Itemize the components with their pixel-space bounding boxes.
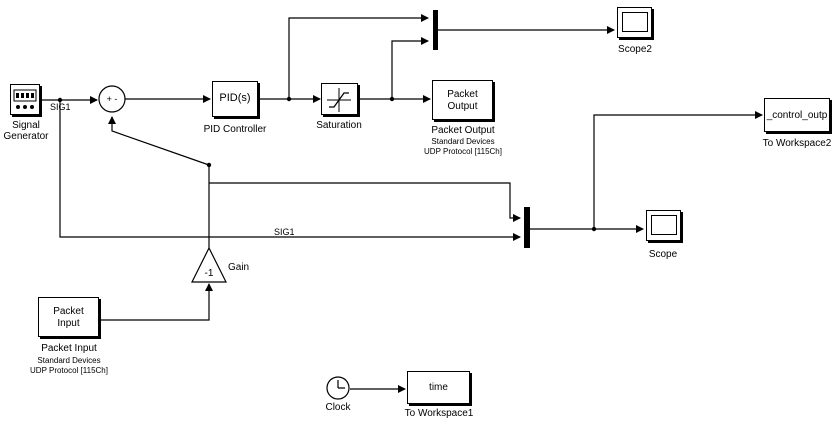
- signal-generator-block[interactable]: [10, 84, 40, 115]
- scope-screen-icon: [651, 215, 677, 235]
- saturation-block[interactable]: [321, 83, 358, 115]
- packet-input-sub-1: Standard Devices: [37, 356, 101, 365]
- packet-input-block[interactable]: Packet Input: [38, 297, 99, 337]
- wire-feedback-mux[interactable]: [209, 182, 521, 222]
- gain-label: Gain: [228, 262, 250, 273]
- packet-input-label: Packet Input: [41, 343, 97, 354]
- wire-sat-mux2[interactable]: [391, 37, 429, 99]
- packet-input-inner-1: Packet: [53, 306, 84, 317]
- scope-label: Scope: [648, 249, 678, 260]
- mux-scope2[interactable]: [433, 10, 438, 50]
- packet-output-label: Packet Output: [431, 125, 495, 136]
- packet-input-inner-2: Input: [57, 318, 80, 329]
- signal-label-sig1-bottom: SIG1: [274, 227, 295, 237]
- gain-block[interactable]: -1: [191, 246, 227, 283]
- signal-generator-icon: [13, 89, 37, 109]
- sum-block[interactable]: + -: [98, 85, 126, 113]
- wire-mux-workspace2[interactable]: [593, 111, 763, 229]
- packet-output-inner-1: Packet: [447, 89, 478, 100]
- sum-signs: + -: [107, 94, 118, 104]
- packet-input-sub-2: UDP Protocol [115Ch]: [30, 366, 108, 375]
- to-workspace1-label: To Workspace1: [404, 408, 474, 419]
- packet-output-inner-2: Output: [447, 101, 478, 112]
- branch-dot-sig1: [57, 97, 63, 103]
- pid-inner: PID(s): [219, 92, 251, 104]
- saturation-icon: [327, 88, 351, 112]
- wire-sig1-bottom[interactable]: [59, 100, 521, 241]
- wire-pid-mux2[interactable]: [288, 14, 429, 99]
- to-workspace1-inner: time: [429, 382, 448, 393]
- signal-generator-label-2: Generator: [3, 131, 49, 142]
- wire-feedback-sum[interactable]: [108, 116, 210, 166]
- clock-icon: [337, 380, 345, 389]
- scope2-screen-icon: [622, 12, 648, 32]
- signal-generator-label-1: Signal: [12, 120, 40, 131]
- clock-label: Clock: [325, 402, 351, 413]
- scope2-label: Scope2: [618, 44, 652, 55]
- clock-block[interactable]: [326, 376, 350, 400]
- packet-output-sub-1: Standard Devices: [431, 137, 495, 146]
- pid-controller-block[interactable]: PID(s): [212, 81, 258, 117]
- to-workspace1-block[interactable]: time: [407, 371, 470, 404]
- signal-label-sig1-top: SIG1: [50, 102, 71, 112]
- scope2-block[interactable]: [617, 7, 652, 38]
- to-workspace2-inner: _control_outp: [766, 110, 828, 121]
- pid-controller-label: PID Controller: [203, 124, 267, 135]
- saturation-label: Saturation: [316, 120, 362, 131]
- wire-packetin-gain[interactable]: [99, 283, 213, 321]
- to-workspace2-label: To Workspace2: [762, 138, 832, 149]
- scope-block[interactable]: [646, 210, 681, 241]
- to-workspace2-block[interactable]: _control_outp: [764, 98, 830, 132]
- gain-value: -1: [205, 268, 214, 279]
- packet-output-block[interactable]: Packet Output: [432, 80, 493, 120]
- packet-output-sub-2: UDP Protocol [115Ch]: [424, 147, 502, 156]
- mux-scope[interactable]: [524, 207, 530, 248]
